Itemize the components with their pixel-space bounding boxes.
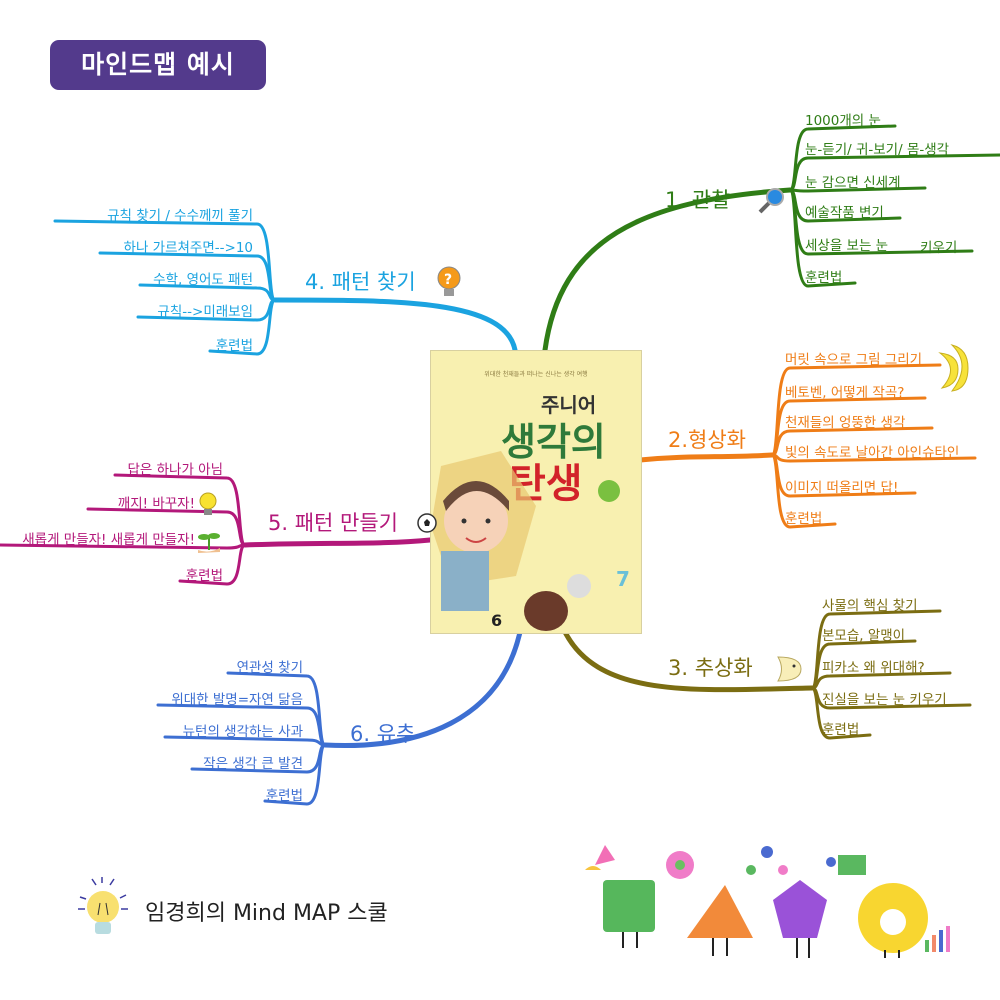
subtopic-item[interactable]: 이미지 떠올리면 답! (785, 480, 899, 496)
subtopic-item[interactable]: 작은 생각 큰 발견 (203, 756, 303, 772)
branch-line (810, 686, 872, 740)
subtopic-item[interactable]: 훈련법 (215, 338, 253, 354)
subtopic-item[interactable]: 본모습, 알맹이 (822, 628, 906, 644)
branch-label-6[interactable]: 6. 유추 (350, 722, 416, 746)
subtopic-item[interactable]: 눈 감으면 신세계 (805, 175, 901, 191)
subtopic-item[interactable]: 연관성 찾기 (236, 660, 303, 676)
magnifier-icon (758, 188, 784, 214)
title-badge: 마인드맵 예시 (50, 40, 266, 90)
subtopic-item[interactable]: 훈련법 (265, 788, 303, 804)
branch-label-4[interactable]: 4. 패턴 찾기 (305, 270, 416, 294)
lightbulb-logo-icon (78, 877, 128, 934)
book-series: 주니어 (541, 393, 597, 417)
subtopic-item[interactable]: 훈련법 (805, 270, 843, 286)
branch-line (770, 363, 942, 457)
subtopic-item[interactable]: 하나 가르쳐주면-->10 (123, 240, 253, 256)
subtopic-item[interactable]: 훈련법 (822, 722, 860, 738)
branch-label-2[interactable]: 2.형상화 (668, 428, 746, 452)
book-subtitle: 위대한 천재들과 떠나는 신나는 생각 여행 (484, 371, 588, 378)
branch-trunk-1 (542, 187, 793, 353)
moon-icon (938, 344, 969, 392)
footer-brand: 임경희의 Mind MAP 스쿨 (145, 901, 388, 926)
subtopic-item[interactable]: 천재들의 엉뚱한 생각 (785, 415, 906, 431)
subtopic-item[interactable]: 깨지! 바꾸자! (117, 496, 195, 512)
subtopic-item[interactable]: 세상을 보는 눈 (805, 238, 889, 254)
branch-trunk-6 (322, 629, 523, 749)
soccer-ball-icon (417, 513, 437, 533)
subtopic-item[interactable]: 규칙-->미래보임 (157, 304, 253, 320)
subtopic-item[interactable]: 훈련법 (185, 568, 223, 584)
subtopic-item[interactable]: 눈-듣기/ 귀-보기/ 몸-생각 (805, 142, 950, 158)
branch-trunk-3 (562, 629, 815, 693)
book-illustration: 6 7 (431, 451, 630, 631)
svg-text:6: 6 (491, 611, 502, 630)
subtopic-item[interactable]: 베토벤, 어떻게 작곡? (785, 385, 905, 401)
branch-trunk-4 (272, 297, 518, 353)
svg-text:?: ? (444, 272, 452, 288)
branch-label-1[interactable]: 1. 관찰 (665, 188, 731, 212)
fish-icon (777, 656, 802, 682)
subtopic-item[interactable]: 피카소 왜 위대해? (822, 660, 925, 676)
sprout-icon (198, 533, 220, 553)
branch-line (770, 453, 837, 529)
subtopic-item[interactable]: 답은 하나가 아님 (127, 462, 223, 478)
book-title-line1: 생각의 (501, 420, 606, 464)
subtopic-item[interactable]: 훈련법 (785, 511, 823, 527)
branch-line (263, 743, 327, 806)
branch-label-5[interactable]: 5. 패턴 만들기 (268, 511, 398, 535)
subtopic-item[interactable]: 예술작품 변기 (805, 205, 884, 221)
subtopic-item[interactable]: 수학, 영어도 패턴 (153, 272, 253, 288)
branch-line (208, 298, 277, 356)
branch-line (178, 543, 247, 586)
branch-trunk-2 (637, 452, 775, 463)
branch-line (788, 188, 857, 288)
subtopic-item[interactable]: 빛의 속도로 날아간 아인슈타인 (785, 445, 960, 461)
subtopic-item[interactable]: 1000개의 눈 (805, 113, 881, 129)
subtopic-item[interactable]: 규칙 찾기 / 수수께끼 풀기 (107, 208, 253, 224)
central-book-cover: 위대한 천재들과 떠나는 신나는 생각 여행 주니어 생각의 탄생 6 7 (430, 350, 642, 634)
question-bulb-icon: ? (437, 266, 461, 296)
branch-trunk-5 (242, 537, 433, 548)
lightbulb-icon (199, 492, 217, 515)
subtopic-item[interactable]: 위대한 발명=자연 닮음 (171, 692, 303, 708)
subtopic-item[interactable]: 뉴턴의 생각하는 사과 (182, 724, 303, 740)
subtopic-item[interactable]: 새롭게 만들자! 새롭게 만들자! (22, 532, 195, 548)
subtopic-item-extra[interactable]: 키우기 (920, 240, 958, 256)
subtopic-item[interactable]: 머릿 속으로 그림 그리기 (785, 352, 923, 368)
branch-label-3[interactable]: 3. 추상화 (668, 656, 753, 680)
svg-text:7: 7 (616, 567, 630, 591)
subtopic-item[interactable]: 진실을 보는 눈 키우기 (822, 692, 947, 708)
shape-characters-illustration (585, 845, 950, 958)
subtopic-item[interactable]: 사물의 핵심 찾기 (822, 598, 918, 614)
